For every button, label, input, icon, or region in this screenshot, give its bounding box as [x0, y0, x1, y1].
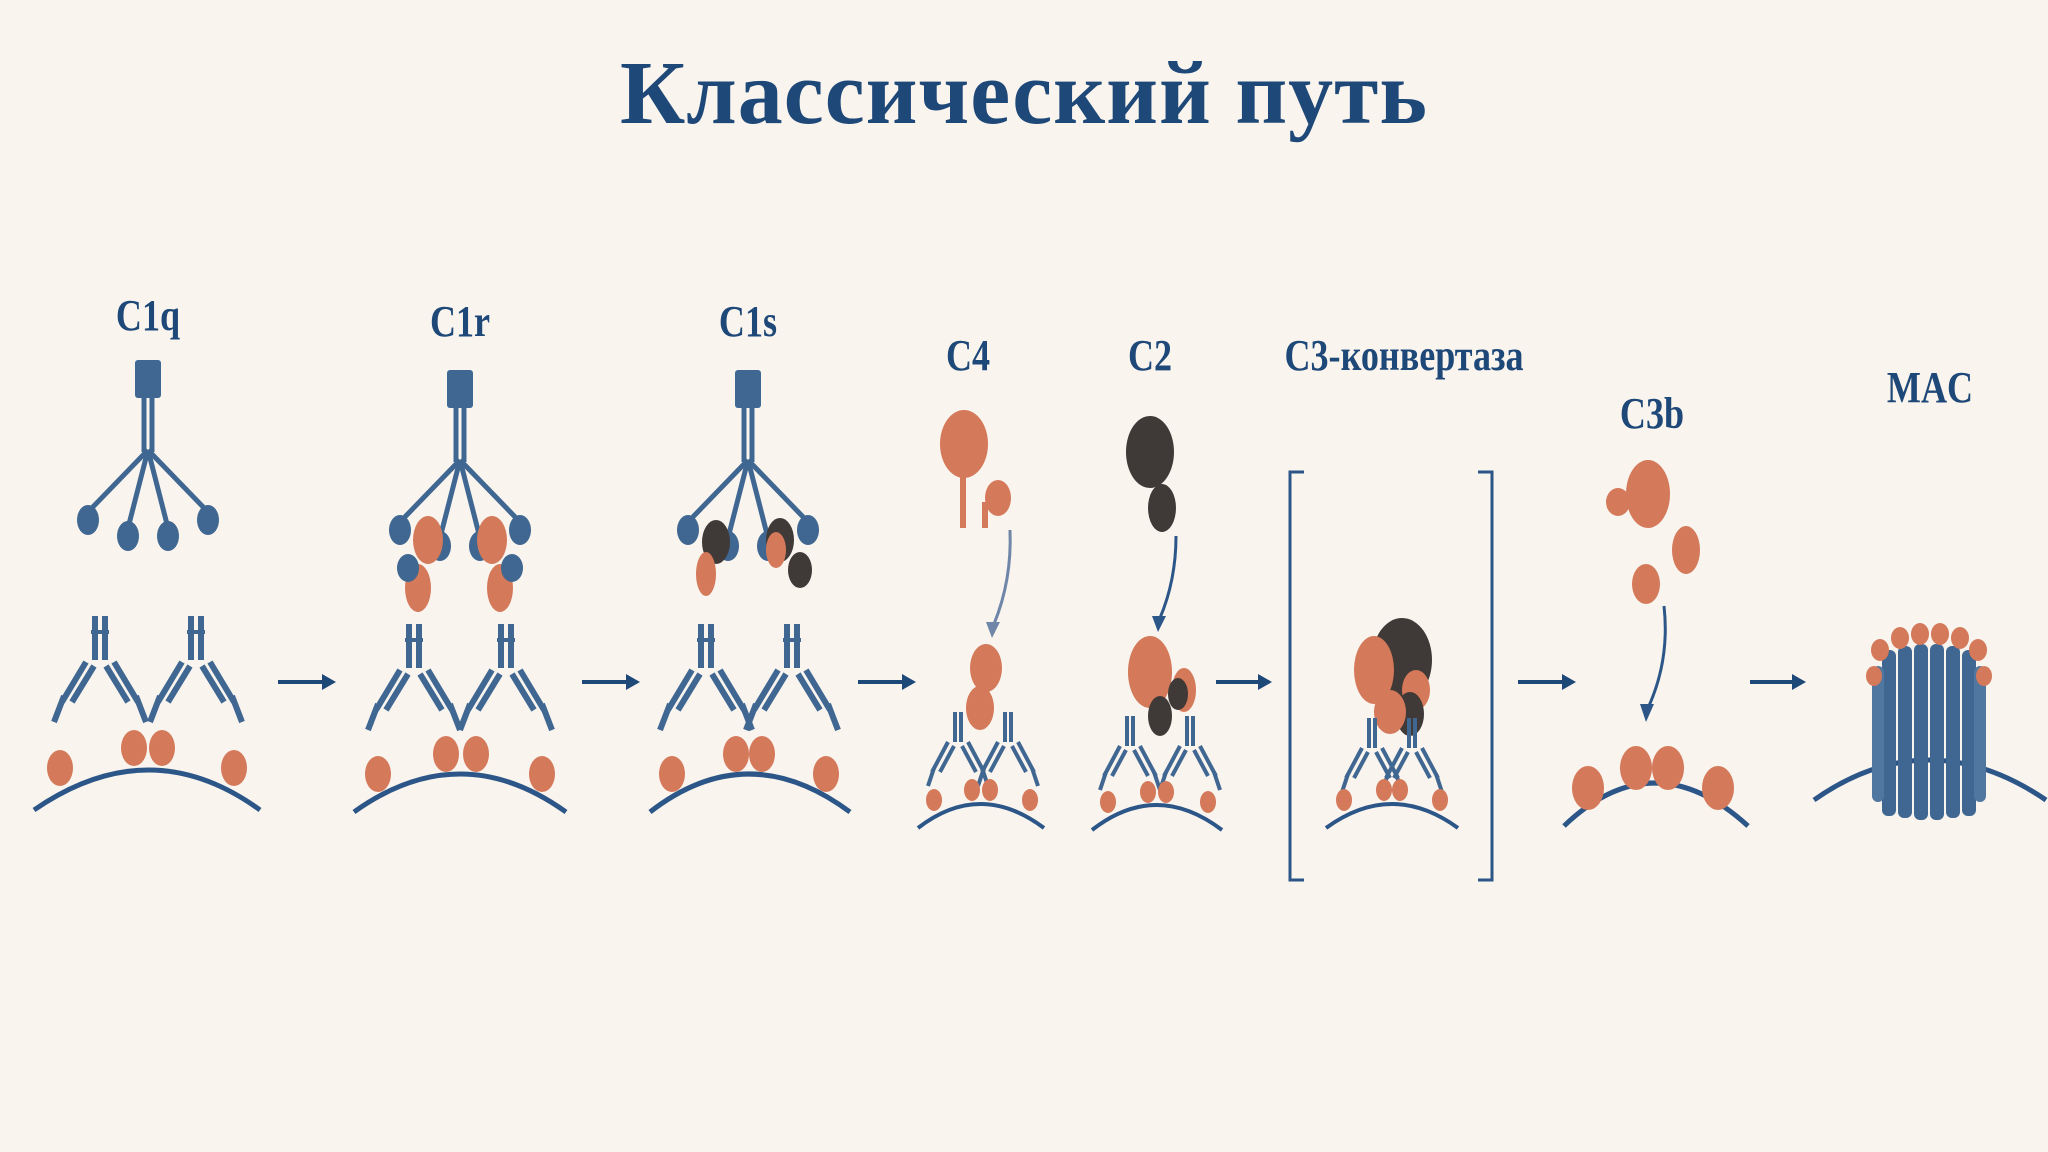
stage-c1r-illustration: [352, 370, 568, 815]
arrow-3: [858, 674, 916, 690]
stage-label-mac: MAC: [1886, 363, 1974, 412]
stage-c4-illustration: [916, 410, 1046, 830]
page-title: Классический путь: [620, 44, 1428, 143]
stage-label-c1q: C1q: [115, 291, 181, 340]
stage-label-c1s: C1s: [718, 297, 778, 346]
stage-c3b-illustration: [1562, 460, 1750, 828]
arrow-2: [582, 674, 640, 690]
stage-label-c1r: C1r: [429, 297, 491, 346]
stage-label-c4: C4: [945, 331, 991, 380]
stage-c1s-illustration: [648, 370, 852, 815]
stage-mac-illustration: [1812, 623, 2048, 820]
arrow-6: [1750, 674, 1806, 690]
stage-c1q-illustration: [32, 360, 262, 813]
stage-label-c3-convertase: C3-конвертаза: [1284, 331, 1524, 380]
arrow-5: [1518, 674, 1576, 690]
stage-c2-illustration: [1090, 416, 1224, 832]
stage-label-c3b: C3b: [1619, 389, 1685, 438]
arrow-1: [278, 674, 336, 690]
stage-label-c2: C2: [1127, 331, 1173, 380]
arrow-4: [1216, 674, 1272, 690]
stage-c3-convertase-illustration: [1288, 470, 1494, 882]
